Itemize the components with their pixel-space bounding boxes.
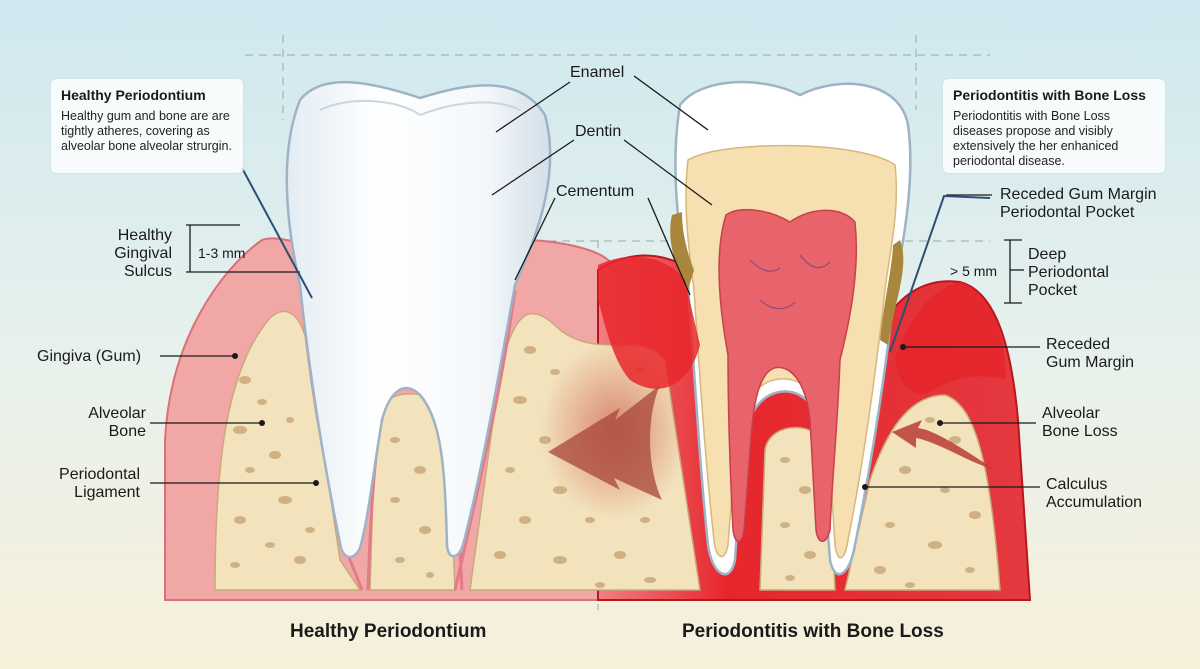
inflamed-gum-pocket-right	[895, 282, 1006, 394]
label-receded-top: Receded Gum Margin Periodontal Pocket	[1000, 186, 1157, 222]
leader-lines	[150, 75, 1040, 488]
label-deep-pocket: Deep Periodontal Pocket	[1028, 246, 1109, 300]
label-cementum: Cementum	[556, 183, 635, 200]
label-alveolar-bone: Alveolar Bone	[60, 405, 146, 441]
label-receded-gum: Receded Gum Margin	[1046, 336, 1134, 372]
disease-info-body: Periodontitis with Bone Loss diseases pr…	[953, 109, 1119, 168]
enamel-highlight	[319, 100, 521, 117]
label-ligament-line1: Periodontal	[59, 466, 140, 483]
caption-healthy: Healthy Periodontium	[290, 621, 487, 642]
caption-disease: Periodontitis with Bone Loss	[682, 621, 944, 642]
label-dentin: Dentin	[575, 123, 622, 140]
healthy-tooth	[285, 80, 552, 559]
healthy-info-box: Healthy Periodontium Healthy gum and bon…	[50, 78, 244, 174]
label-ligament-line2: Ligament	[74, 484, 140, 501]
label-receded-top-line2: Periodontal Pocket	[1000, 204, 1135, 221]
disease-tooth-pulp	[718, 208, 858, 542]
leader-dots	[232, 344, 943, 490]
label-alveolar-line1: Alveolar	[88, 405, 146, 422]
label-sulcus-depth: 1-3 mm	[198, 245, 246, 261]
label-calculus-line1: Calculus	[1046, 476, 1108, 493]
label-calculus: Calculus Accumulation	[1046, 476, 1142, 512]
label-deep-line3: Pocket	[1028, 282, 1077, 299]
label-receded-top-line1: Receded Gum Margin	[1000, 186, 1157, 203]
bone-loss-arrow-left	[548, 385, 662, 500]
label-healthy-sulcus-line1: Healthy	[117, 227, 172, 244]
label-calculus-line2: Accumulation	[1046, 494, 1143, 511]
label-gingiva: Gingiva (Gum)	[37, 348, 142, 365]
label-enamel: Enamel	[570, 64, 625, 81]
label-healthy-sulcus-line2: Gingival	[114, 245, 172, 262]
label-deep-line2: Periodontal	[1028, 264, 1109, 281]
disease-info-box: Periodontitis with Bone Loss Periodontit…	[942, 78, 1166, 174]
label-alveolar-line2: Bone	[108, 423, 146, 440]
label-pocket-depth: > 5 mm	[950, 263, 998, 279]
alveolar-bone-disease-right	[844, 394, 1001, 591]
label-boneloss-line1: Alveolar	[1042, 405, 1100, 422]
label-receded-line1: Receded	[1046, 336, 1111, 353]
label-receded-line2: Gum Margin	[1046, 354, 1135, 371]
inflamed-gum-pocket-left	[598, 256, 700, 389]
label-healthy-sulcus-line3: Sulcus	[123, 263, 172, 280]
instrument-probes	[241, 167, 991, 353]
healthy-info-title: Healthy Periodontium	[61, 87, 206, 103]
label-deep-line1: Deep	[1028, 246, 1067, 263]
label-bone-loss: Alveolar Bone Loss	[1042, 405, 1118, 441]
bone-loss-arrow-right	[892, 420, 995, 470]
pulp-nerves	[749, 254, 831, 310]
label-boneloss-line2: Bone Loss	[1042, 423, 1118, 440]
calculus-deposits	[670, 212, 904, 345]
label-healthy-sulcus: Healthy Gingival Sulcus	[90, 227, 172, 281]
disease-info-title: Periodontitis with Bone Loss	[953, 87, 1146, 103]
label-periodontal-ligament: Periodontal Ligament	[40, 466, 140, 502]
healthy-info-body: Healthy gum and bone are are tightly ath…	[61, 109, 232, 153]
bone-pores	[230, 342, 981, 588]
